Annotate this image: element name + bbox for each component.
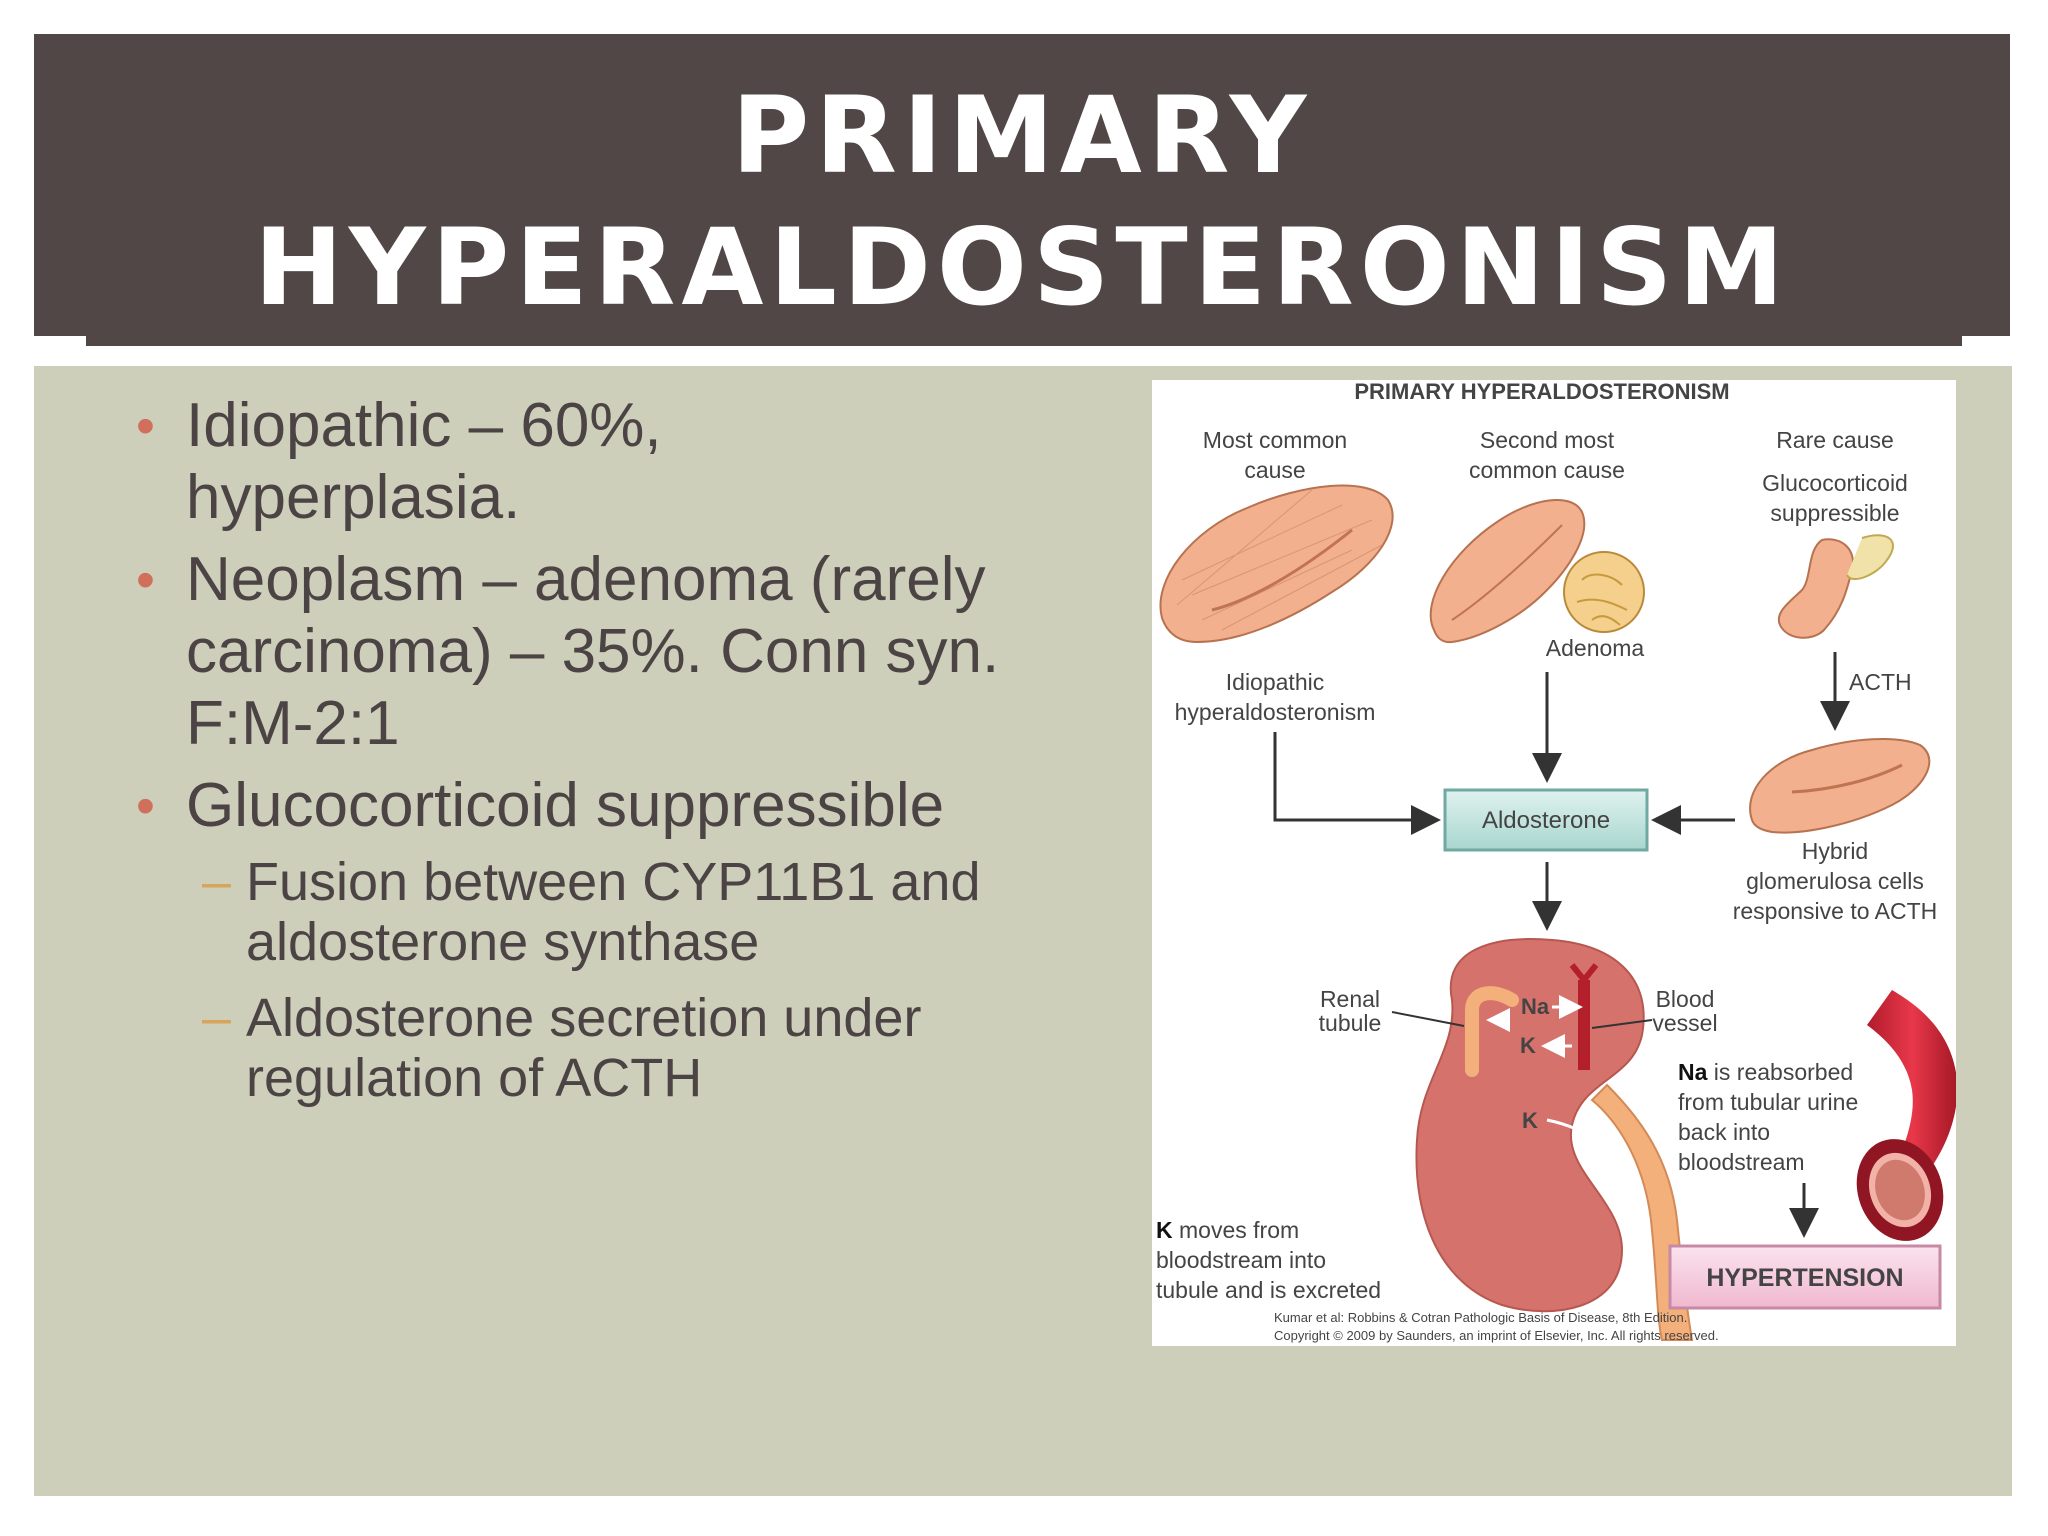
- acth-label: ACTH: [1849, 669, 1912, 695]
- bullet-item-glucocorticoid: • Glucocorticoid suppressible: [130, 770, 1010, 842]
- sub-bullet-marker: –: [202, 853, 231, 911]
- bullet-item-idiopathic: • Idiopathic – 60%, hyperplasia.: [130, 390, 1010, 534]
- hybrid-label-line3: responsive to ACTH: [1733, 898, 1938, 924]
- figure-heading: PRIMARY HYPERALDOSTERONISM: [1354, 380, 1729, 404]
- bullet-text: Glucocorticoid suppressible: [186, 771, 945, 840]
- bullet-item-neoplasm: • Neoplasm – adenoma (rarely carcinoma) …: [130, 544, 1010, 760]
- bullet-marker: •: [136, 396, 155, 456]
- k-note-line2: bloodstream into: [1156, 1247, 1326, 1273]
- hyperplastic-adrenal-icon: [1159, 484, 1394, 644]
- gc-suppressible-adrenal-icon: [1777, 534, 1894, 639]
- aldosterone-label: Aldosterone: [1482, 807, 1610, 834]
- slide-title-line-2: HYPERALDOSTERONISM: [254, 206, 1790, 329]
- col2-label-line1: Second most: [1480, 427, 1615, 453]
- pathophysiology-figure: PRIMARY HYPERALDOSTERONISM Most common c…: [1152, 380, 1956, 1346]
- k-label-tubule: K: [1520, 1033, 1536, 1058]
- na-note-line4: bloodstream: [1678, 1149, 1805, 1175]
- bullet-text: Neoplasm – adenoma (rarely carcinoma) – …: [186, 545, 1000, 758]
- kidney-icon: [1415, 938, 1694, 1341]
- aldosterone-box: [1443, 788, 1649, 852]
- sub-bullet-text: Fusion between CYP11B1 and aldosterone s…: [246, 852, 981, 972]
- na-note-line3: back into: [1678, 1119, 1770, 1145]
- bullet-marker: •: [136, 776, 155, 836]
- blood-leader-line: [1591, 1019, 1653, 1029]
- k-note-line3: tubule and is excreted: [1156, 1277, 1381, 1303]
- adrenal-adenoma-icon: [1429, 499, 1645, 644]
- hybrid-label-line1: Hybrid: [1802, 838, 1868, 864]
- idiopathic-label-line1: Idiopathic: [1226, 669, 1324, 695]
- slide-title: PRIMARY HYPERALDOSTERONISM: [34, 70, 2010, 334]
- blood-label-line1: Blood: [1656, 986, 1715, 1012]
- figure-diagram: PRIMARY HYPERALDOSTERONISM Most common c…: [1156, 380, 1956, 1343]
- col3-sub-line1: Glucocorticoid: [1762, 470, 1908, 496]
- bullet-text: Idiopathic – 60%, hyperplasia.: [186, 391, 662, 532]
- idiopathic-arrow: [1273, 732, 1441, 835]
- k-excretion-arrow: [1546, 1118, 1612, 1155]
- renal-leader-line: [1391, 1011, 1465, 1027]
- bullet-list: • Idiopathic – 60%, hyperplasia. • Neopl…: [130, 390, 1010, 1124]
- renal-label-line2: tubule: [1319, 1010, 1382, 1036]
- blood-label-line2: vessel: [1652, 1010, 1717, 1036]
- col1-label-line2: cause: [1244, 457, 1305, 483]
- idiopathic-label-line2: hyperaldosteronism: [1175, 699, 1376, 725]
- na-label: Na: [1521, 994, 1550, 1019]
- col3-label: Rare cause: [1776, 427, 1894, 453]
- hypertension-label: HYPERTENSION: [1706, 1264, 1903, 1292]
- k-label-excreted: K: [1522, 1108, 1538, 1133]
- adenoma-label: Adenoma: [1546, 635, 1645, 661]
- hypertension-box: [1668, 1244, 1942, 1310]
- k-note-line1: K moves from: [1156, 1217, 1299, 1243]
- na-note-line1: Na is reabsorbed: [1678, 1059, 1853, 1085]
- hybrid-label-line2: glomerulosa cells: [1746, 868, 1924, 894]
- col1-label-line1: Most common: [1203, 427, 1347, 453]
- sub-bullet-marker: –: [202, 989, 231, 1047]
- bullet-marker: •: [136, 550, 155, 610]
- title-bar: [34, 34, 2010, 336]
- na-note-line2: from tubular urine: [1678, 1089, 1858, 1115]
- hybrid-adrenal-icon: [1749, 738, 1931, 834]
- blood-vessel-icon: [1856, 990, 1956, 1241]
- slide-title-line-1: PRIMARY: [731, 74, 1313, 197]
- col2-label-line2: common cause: [1469, 457, 1625, 483]
- credit-line1: Kumar et al: Robbins & Cotran Pathologic…: [1274, 1310, 1687, 1325]
- title-bar-shadow: [86, 330, 1962, 346]
- col3-sub-line2: suppressible: [1770, 500, 1899, 526]
- credit-line2: Copyright © 2009 by Saunders, an imprint…: [1274, 1328, 1719, 1343]
- sub-bullet-text: Aldosterone secretion under regulation o…: [246, 988, 922, 1108]
- sub-bullet-secretion: – Aldosterone secretion under regulation…: [130, 988, 1010, 1108]
- sub-bullet-fusion: – Fusion between CYP11B1 and aldosterone…: [130, 852, 1010, 972]
- renal-label-line1: Renal: [1320, 986, 1380, 1012]
